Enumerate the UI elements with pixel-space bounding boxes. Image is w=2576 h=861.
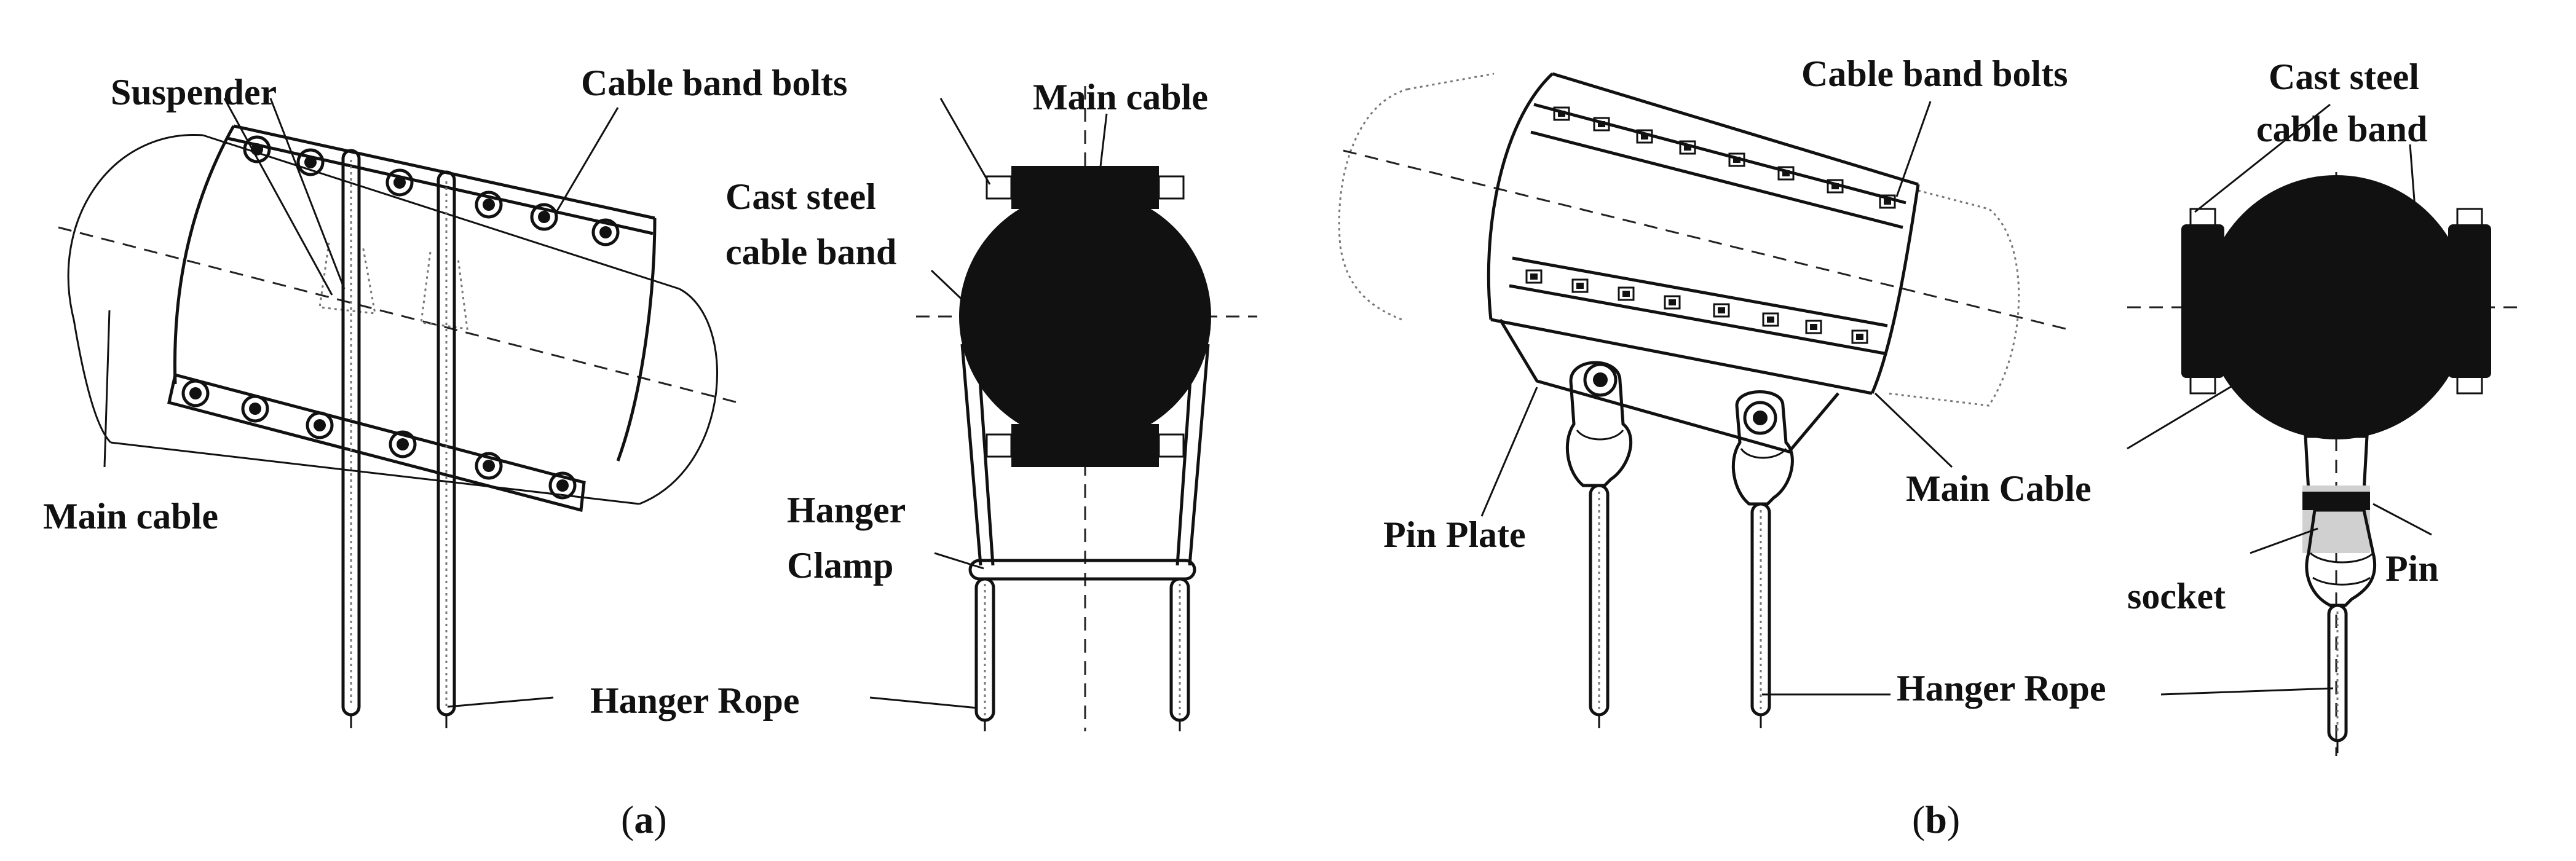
caption-a: (a) <box>621 798 667 841</box>
caption-b: (b) <box>1912 798 1960 841</box>
sockets-ropes-b <box>1565 361 1794 728</box>
label-pin: Pin <box>2385 548 2439 589</box>
section-view-a <box>916 86 1257 731</box>
label-cast-steel-b-line2: cable band <box>2256 109 2427 149</box>
label-cable-band-bolts-b: Cable band bolts <box>1801 53 2068 94</box>
hanger-ropes-a <box>341 149 456 728</box>
label-hanger-clamp-line2: Clamp <box>787 545 893 586</box>
bottom-bolts-a <box>181 379 577 500</box>
main-cable-cylinder-b <box>1338 73 2020 407</box>
label-hanger-rope-b: Hanger Rope <box>1897 668 2106 709</box>
label-cable-band-bolts-a: Cable band bolts <box>581 63 847 103</box>
leader-lines-b <box>1480 101 2432 696</box>
bottom-bolts-b <box>1525 269 1868 344</box>
label-pin-plate: Pin Plate <box>1383 514 1526 555</box>
figure-b: Cable band bolts Cast steel cable band P… <box>1338 53 2521 841</box>
label-hanger-rope-a: Hanger Rope <box>590 680 800 721</box>
label-cast-steel-a-line1: Cast steel <box>725 176 876 217</box>
top-bolts-a <box>243 135 620 246</box>
section-view-b <box>2127 172 2521 756</box>
label-cast-steel-b-line1: Cast steel <box>2269 57 2419 97</box>
cable-axis-b <box>1343 149 2066 330</box>
label-hanger-clamp-line1: Hanger <box>787 490 906 530</box>
cable-axis-a <box>58 226 738 404</box>
main-cable-cylinder-a <box>67 134 718 505</box>
figure-a: Suspender Cable band bolts Main cable Ca… <box>43 63 1257 841</box>
suspender-wedges-a <box>318 242 468 330</box>
label-suspender: Suspender <box>111 72 277 112</box>
label-socket: socket <box>2127 576 2226 616</box>
top-bolts-b <box>1553 106 1896 209</box>
cable-band-b <box>1487 72 1920 454</box>
label-cast-steel-a-line2: cable band <box>725 232 896 272</box>
label-main-cable-a: Main cable <box>1033 77 1208 117</box>
leader-lines-a <box>103 98 1108 709</box>
label-main-cable-b: Main Cable <box>1906 468 2092 509</box>
label-main-cable-left: Main cable <box>43 496 218 537</box>
